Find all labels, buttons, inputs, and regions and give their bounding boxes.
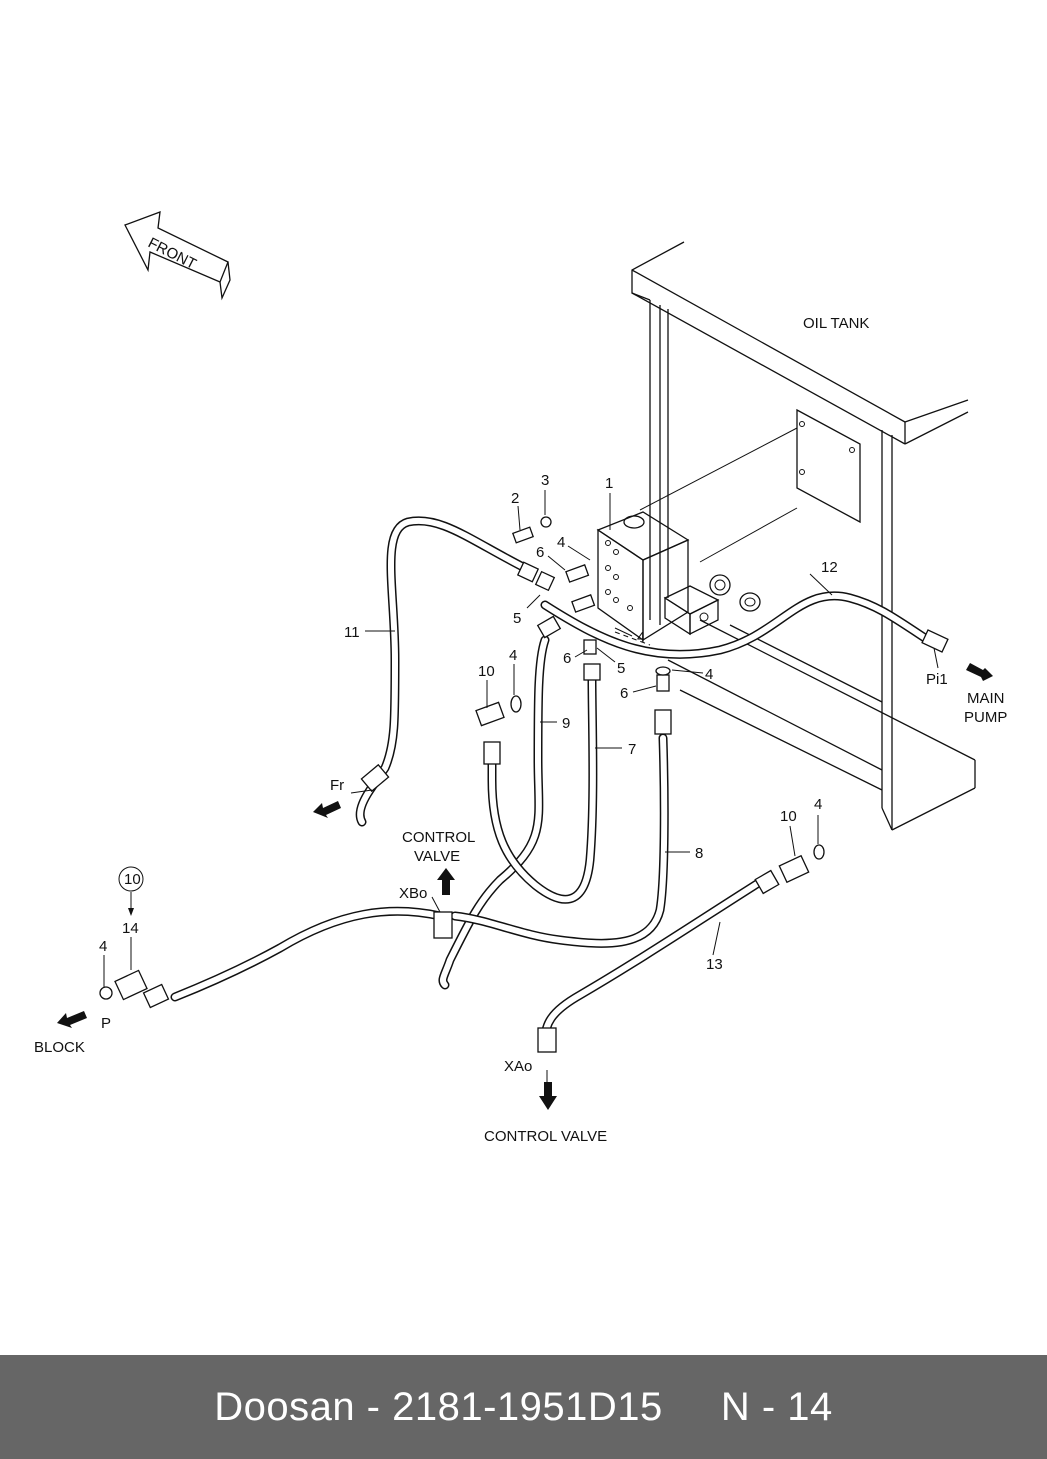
front-arrow: FRONT <box>124 211 231 301</box>
callout-10: 10 <box>780 808 797 825</box>
callout-6: 6 <box>563 650 571 667</box>
callout-4: 4 <box>99 938 107 955</box>
footer-brand: Doosan <box>214 1384 356 1429</box>
main-pump-label-line2: PUMP <box>964 709 1007 726</box>
footer-bar: Doosan - 2181-1951D15 N - 14 <box>0 1355 1047 1459</box>
fr-label: Fr <box>330 777 344 794</box>
xao-label: XAo <box>504 1058 532 1075</box>
callout-4: 4 <box>637 629 645 646</box>
flow-arrows <box>57 663 993 1110</box>
hydraulic-piping-diagram: FRONT OIL TANK <box>34 211 1007 1145</box>
port-labels: Pi1 MAIN PUMP Fr CONTROL VALVE XBo XAo C… <box>34 671 1007 1145</box>
callout-1: 1 <box>605 475 613 492</box>
callout-8: 8 <box>695 845 703 862</box>
main-pump-label-line1: MAIN <box>967 690 1005 707</box>
oil-tank-label: OIL TANK <box>803 315 869 332</box>
callout-5: 5 <box>617 660 625 677</box>
callout-3: 3 <box>541 472 549 489</box>
control-valve-label-line2: VALVE <box>414 848 460 865</box>
callout-2: 2 <box>511 490 519 507</box>
callout-10: 10 <box>478 663 495 680</box>
callouts: 1 2 3 4 6 5 11 12 4 5 6 4 6 4 10 9 7 8 1… <box>99 472 838 973</box>
callout-6: 6 <box>536 544 544 561</box>
pi1-label: Pi1 <box>926 671 948 688</box>
p-label: P <box>101 1015 111 1032</box>
footer-separator: - <box>355 1384 393 1429</box>
hoses <box>170 516 933 1045</box>
control-valve-label-line1: CONTROL <box>402 829 475 846</box>
callout-9: 9 <box>562 715 570 732</box>
callout-10-circled: 10 <box>124 871 141 888</box>
fittings <box>99 516 949 1053</box>
callout-4: 4 <box>705 666 713 683</box>
oil-tank: OIL TANK <box>631 241 976 831</box>
callout-5: 5 <box>513 610 521 627</box>
callout-6: 6 <box>620 685 628 702</box>
valve-block <box>596 511 761 646</box>
leader-lines <box>103 490 939 1082</box>
callout-4: 4 <box>557 534 565 551</box>
callout-4: 4 <box>814 796 822 813</box>
control-valve-bottom-label: CONTROL VALVE <box>484 1128 607 1145</box>
footer-part-number: 2181-1951D15 <box>392 1384 663 1429</box>
footer-gap <box>663 1385 721 1430</box>
footer-page: N - 14 <box>720 1384 833 1429</box>
callout-12: 12 <box>821 559 838 576</box>
callout-13: 13 <box>706 956 723 973</box>
callout-7: 7 <box>628 741 636 758</box>
callout-14: 14 <box>122 920 139 937</box>
callout-11: 11 <box>344 624 360 641</box>
callout-4: 4 <box>509 647 517 664</box>
xbo-label: XBo <box>399 885 427 902</box>
block-label: BLOCK <box>34 1039 85 1056</box>
